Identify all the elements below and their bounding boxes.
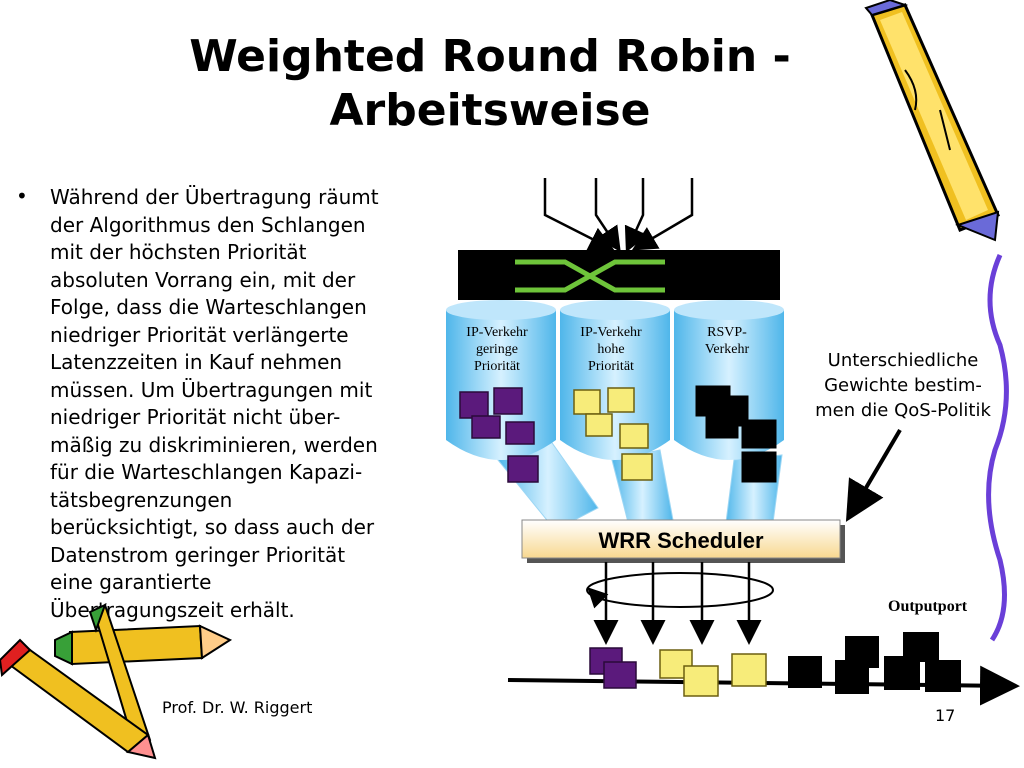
packet-cube <box>459 391 489 419</box>
packet-cube <box>621 453 653 481</box>
packet-cube <box>603 661 637 689</box>
output-packets-black <box>788 632 961 694</box>
note-line-3: men die QoS-Politik <box>815 400 991 421</box>
queue-label-high-3: Priorität <box>588 359 634 374</box>
bullet-line: tätsbegrenzungen <box>50 487 233 512</box>
output-packets-yellow <box>659 649 767 697</box>
bullet-line: Folge, dass die Warteschlangen <box>50 295 367 319</box>
title-line-2: Arbeitsweise <box>329 85 651 136</box>
bullet-marker: • <box>16 184 28 208</box>
bullet-line: Latenzzeiten in Kauf nehmen <box>50 350 343 374</box>
bullet-line: für die Warteschlangen Kapazi- <box>50 460 363 484</box>
queue-label-high-2: hohe <box>597 342 624 357</box>
scheduler-label: WRR Scheduler <box>598 528 763 553</box>
note-arrow <box>845 428 902 522</box>
page-number: 17 <box>935 706 956 725</box>
title-line-1: Weighted Round Robin - <box>189 31 791 82</box>
crayon-icon <box>0 603 233 760</box>
slide-title: Weighted Round Robin - Arbeitsweise <box>150 30 830 138</box>
bullet-line: Datenstrom geringer Priorität <box>50 542 346 567</box>
bullet-item: • Während der Übertragung räumt der Algor… <box>10 184 450 624</box>
bullet-line: niedriger Priorität nicht über- <box>50 405 341 429</box>
packet-cube <box>493 387 523 415</box>
bullet-line: absoluten Vorrang ein, mit der <box>50 267 356 292</box>
packet-cube <box>585 413 613 437</box>
author-footer: Prof. Dr. W. Riggert <box>162 698 313 717</box>
queue-label-rsvp-2: Verkehr <box>705 342 750 357</box>
bullet-line: mit der höchsten Priorität <box>50 240 307 264</box>
pencil-icon <box>864 0 1001 242</box>
packet-cube <box>741 419 777 449</box>
packet-cube <box>925 660 961 692</box>
queue-label-low-3: Priorität <box>474 359 520 374</box>
note-line-1: Unterschiedliche <box>827 350 979 371</box>
queue-packets-high <box>573 387 653 481</box>
wrr-scheduler: WRR Scheduler <box>521 519 845 563</box>
packet-cube <box>884 656 920 690</box>
bullet-text: Während der Übertragung räumt der Algorit… <box>50 184 450 624</box>
output-packets-purple <box>589 647 637 689</box>
packet-cube <box>573 389 601 415</box>
scheduler-output <box>586 562 774 645</box>
packet-cube <box>741 451 777 483</box>
bullet-line: mäßig zu diskriminieren, werden <box>50 432 378 457</box>
queue-label-high-1: IP-Verkehr <box>580 325 642 340</box>
bullet-line: der Algorithmus den Schlangen <box>50 212 366 237</box>
packet-cube <box>471 415 501 439</box>
squiggle-decoration <box>986 253 1009 642</box>
packet-cube <box>507 455 539 483</box>
queue-label-rsvp-1: RSVP- <box>707 325 747 340</box>
weights-note: Unterschiedliche Gewichte bestim- men di… <box>800 348 1006 423</box>
packet-cube <box>505 421 535 445</box>
packet-cube <box>788 656 822 688</box>
bullet-line: eine garantierte <box>50 570 212 594</box>
queue-label-low-1: IP-Verkehr <box>466 325 528 340</box>
output-port-label: Outputport <box>888 598 968 615</box>
packet-cube <box>607 387 635 413</box>
bullet-line: müssen. Um Übertragungen mit <box>50 377 373 402</box>
queue-labels: IP-Verkehr geringe Priorität IP-Verkehr … <box>466 325 749 374</box>
switch-fabric <box>458 250 780 300</box>
packet-cube <box>619 423 649 449</box>
packet-cube <box>683 665 719 697</box>
input-arrows <box>543 178 694 253</box>
queue-packets-low <box>459 387 539 483</box>
bullet-line: berücksichtigt, so dass auch der <box>50 515 375 539</box>
packet-cube <box>835 660 869 694</box>
packet-cube <box>705 411 739 439</box>
bullet-line: niedriger Priorität verlängerte <box>50 322 349 347</box>
queue-label-low-2: geringe <box>476 342 518 357</box>
packet-cube <box>731 653 767 687</box>
queue-packets-rsvp <box>695 385 777 483</box>
bullet-line: Während der Übertragung räumt <box>50 185 379 209</box>
note-line-2: Gewichte bestim- <box>824 375 982 396</box>
